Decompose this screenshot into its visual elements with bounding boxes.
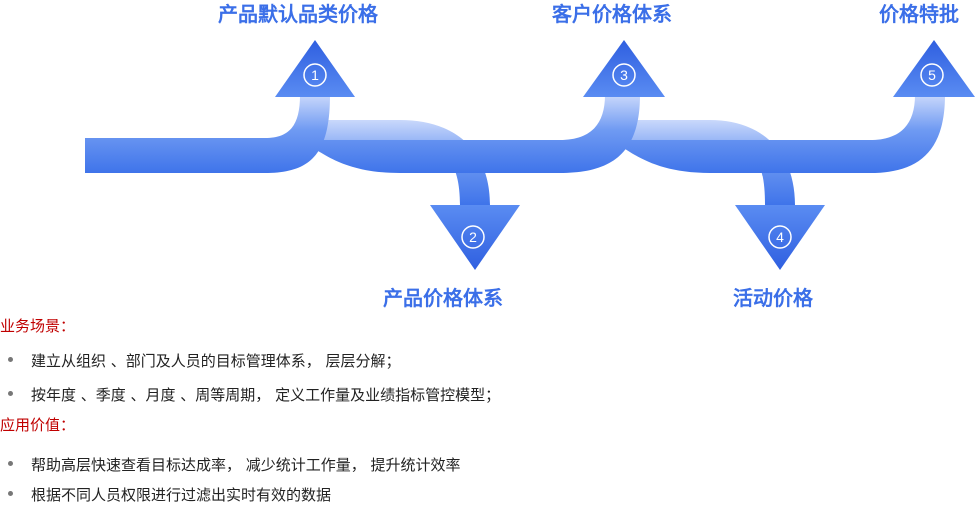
bullet-dot-icon	[8, 491, 13, 496]
list-item: 帮助高层快速查看目标达成率， 减少统计工作量， 提升统计效率	[8, 456, 461, 474]
section-title-business-scenario: 业务场景：	[0, 317, 76, 335]
step-number-5: 5	[920, 63, 944, 87]
step-number-3: 3	[612, 63, 636, 87]
list-item: 根据不同人员权限进行过滤出实时有效的数据	[8, 486, 331, 504]
bullet-dot-icon	[8, 461, 13, 466]
arrow-head-5	[893, 40, 975, 97]
step-label-4: 活动价格	[733, 286, 813, 310]
list-item: 建立从组织 、部门及人员的目标管理体系， 层层分解；	[8, 352, 401, 370]
step-number-4: 4	[768, 225, 792, 249]
section-title-application-value: 应用价值：	[0, 416, 76, 434]
arrow-head-2	[430, 205, 520, 270]
arrow-head-3	[583, 40, 665, 97]
list-item: 按年度 、季度 、月度 、周等周期， 定义工作量及业绩指标管控模型；	[8, 386, 500, 404]
step-label-3: 客户价格体系	[552, 2, 672, 26]
step-label-2: 产品价格体系	[383, 286, 503, 310]
bullet-dot-icon	[8, 357, 13, 362]
flow-diagram: 1 2 3 4 5	[85, 40, 975, 270]
arrow-band-5	[610, 95, 945, 173]
bullet-dot-icon	[8, 391, 13, 396]
step-number-2: 2	[461, 225, 485, 249]
svg-text:5: 5	[928, 67, 936, 83]
svg-text:2: 2	[469, 229, 477, 245]
step-number-1: 1	[303, 63, 327, 87]
arrow-head-4	[735, 205, 825, 270]
arrow-head-1	[275, 40, 355, 97]
svg-text:4: 4	[776, 229, 784, 245]
step-label-1: 产品默认品类价格	[218, 2, 378, 26]
arrow-band-1	[85, 95, 330, 173]
arrow-band-3	[300, 95, 640, 173]
svg-text:1: 1	[311, 67, 319, 83]
svg-text:3: 3	[620, 67, 628, 83]
step-label-5: 价格特批	[879, 2, 959, 26]
